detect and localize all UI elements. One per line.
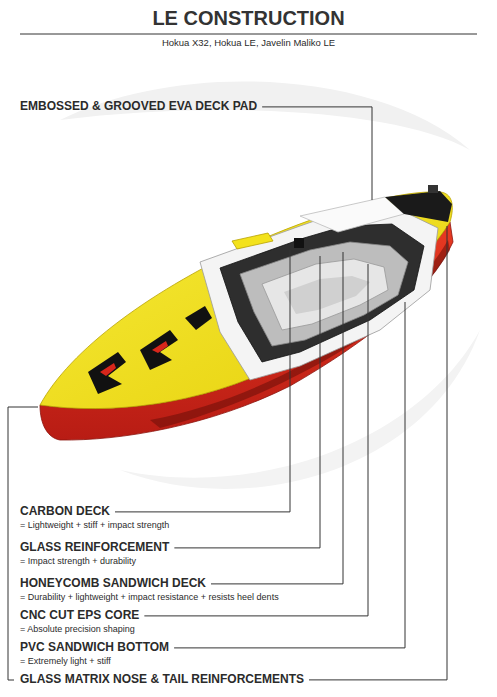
leader-line (262, 107, 372, 200)
carry-strap (232, 233, 273, 249)
part-name: HONEYCOMB SANDWICH DECK (20, 577, 206, 591)
part-name: EMBOSSED & GROOVED EVA DECK PAD (20, 100, 257, 114)
part-name: CARBON DECK (20, 505, 110, 519)
logo-mark (140, 330, 178, 370)
subtitle: Hokua X32, Hokua LE, Javelin Maliko LE (0, 38, 497, 49)
core-cut (262, 259, 388, 330)
part-name: PVC SANDWICH BOTTOM (20, 641, 169, 655)
background-swoosh (60, 81, 470, 150)
leader-line (211, 252, 343, 584)
logo-mark (152, 341, 168, 353)
logo-mark (100, 363, 116, 376)
board-deck (40, 192, 452, 409)
part-description: = Extremely light + stiff (20, 656, 111, 666)
part-description: = Absolute precision shaping (20, 624, 135, 634)
part-name: CNC CUT EPS CORE (20, 609, 139, 623)
leader-line (309, 226, 447, 680)
diagram-title: LE CONSTRUCTION (0, 7, 497, 30)
part-description: = Impact strength + durability (20, 556, 136, 566)
vent-plug (294, 238, 304, 248)
deck-pad (385, 191, 452, 222)
logo-mark (185, 306, 212, 330)
honeycomb-layer (220, 224, 424, 362)
leash-plug (428, 185, 438, 193)
carbon-deck-layer (200, 204, 438, 380)
part-description: = Lightweight + stiff + impact strength (20, 520, 169, 530)
leader-line (115, 250, 290, 512)
logo-mark (88, 352, 126, 394)
eps-core-layer (240, 242, 408, 346)
title-rule (20, 34, 477, 35)
deck-pad (300, 197, 404, 232)
leader-line (174, 256, 320, 548)
part-name: GLASS MATRIX NOSE & TAIL REINFORCEMENTS (20, 673, 304, 687)
part-name: GLASS REINFORCEMENT (20, 541, 169, 555)
part-description: = Durability + lightweight + impact resi… (20, 592, 279, 602)
leader-line (144, 264, 368, 616)
core-cut (284, 276, 370, 314)
